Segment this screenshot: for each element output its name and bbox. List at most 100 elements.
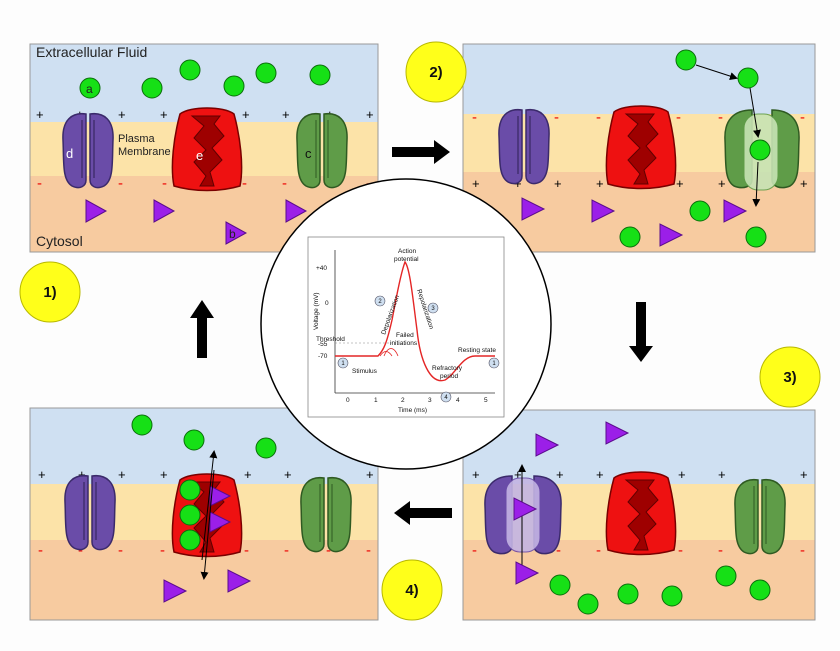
graph-title-2: potential bbox=[394, 256, 419, 263]
svg-text:+: + bbox=[556, 467, 564, 482]
svg-text:3: 3 bbox=[428, 397, 432, 404]
label-c: c bbox=[305, 146, 312, 161]
panel-3: ++ ++ ++ + -- -- -- - bbox=[462, 409, 816, 621]
label-a: a bbox=[86, 82, 93, 96]
svg-text:4: 4 bbox=[444, 395, 448, 401]
ytick-0: 0 bbox=[325, 300, 329, 307]
svg-text:+: + bbox=[118, 467, 126, 482]
panel-2: -- -- -- - ++ ++ ++ + bbox=[462, 43, 816, 253]
svg-text:-: - bbox=[78, 542, 83, 559]
svg-text:-: - bbox=[326, 542, 331, 559]
svg-text:5: 5 bbox=[484, 397, 488, 404]
svg-text:3: 3 bbox=[431, 306, 435, 312]
svg-text:-: - bbox=[596, 109, 601, 126]
extracellular-label: Extracellular Fluid bbox=[36, 44, 147, 60]
label-d: d bbox=[66, 146, 73, 161]
svg-text:-: - bbox=[118, 175, 123, 192]
voltage-curve bbox=[335, 260, 495, 382]
svg-text:+: + bbox=[472, 176, 480, 191]
svg-text:+: + bbox=[282, 107, 290, 122]
arrow-up bbox=[190, 300, 214, 358]
ytick-55: -55 bbox=[318, 341, 328, 348]
svg-text:-: - bbox=[37, 175, 42, 192]
svg-text:+: + bbox=[800, 176, 808, 191]
svg-text:2: 2 bbox=[401, 397, 405, 404]
arrow-down bbox=[629, 302, 653, 362]
svg-text:-: - bbox=[244, 542, 249, 559]
refractory-label-2: period bbox=[440, 373, 458, 380]
svg-text:+: + bbox=[366, 467, 374, 482]
svg-text:-: - bbox=[800, 542, 805, 559]
svg-text:+: + bbox=[244, 467, 252, 482]
svg-text:-: - bbox=[162, 175, 167, 192]
svg-text:-: - bbox=[596, 542, 601, 559]
sodium-potassium-pump-e bbox=[171, 107, 243, 192]
step-2-label: 2) bbox=[429, 64, 442, 81]
svg-text:+: + bbox=[800, 467, 808, 482]
threshold-label: Threshold bbox=[316, 336, 345, 343]
action-potential-graph: +40 0 -55 -70 0 1 2 3 4 5 Time (ms) Acti… bbox=[260, 178, 552, 470]
ytick-70: -70 bbox=[318, 353, 328, 360]
svg-text:1: 1 bbox=[341, 361, 345, 367]
svg-text:+: + bbox=[554, 176, 562, 191]
svg-text:-: - bbox=[282, 175, 287, 192]
failed-label-2: initiations bbox=[390, 340, 418, 347]
svg-text:-: - bbox=[676, 109, 681, 126]
graph-xlabel: Time (ms) bbox=[398, 407, 427, 414]
svg-text:-: - bbox=[718, 109, 723, 126]
svg-text:-: - bbox=[118, 542, 123, 559]
ytick-40: +40 bbox=[316, 265, 327, 272]
svg-text:-: - bbox=[160, 542, 165, 559]
open-sodium-channel bbox=[724, 109, 800, 191]
svg-text:+: + bbox=[596, 176, 604, 191]
membrane-label-1: Plasma bbox=[118, 133, 156, 145]
svg-text:+: + bbox=[36, 107, 44, 122]
sodium-ions bbox=[79, 59, 331, 99]
cycle-arrows bbox=[190, 140, 653, 525]
svg-text:-: - bbox=[678, 542, 683, 559]
svg-text:-: - bbox=[284, 542, 289, 559]
step-1-label: 1) bbox=[43, 284, 56, 301]
svg-text:+: + bbox=[678, 467, 686, 482]
label-b: b bbox=[229, 227, 236, 241]
svg-text:+: + bbox=[718, 467, 726, 482]
step-4-label: 4) bbox=[405, 582, 418, 599]
graph-ylabel: Voltage (mV) bbox=[313, 292, 320, 330]
svg-text:-: - bbox=[366, 542, 371, 559]
svg-text:+: + bbox=[78, 467, 86, 482]
svg-text:4: 4 bbox=[456, 397, 460, 404]
resting-label: Resting state bbox=[458, 347, 496, 354]
svg-text:2: 2 bbox=[378, 299, 382, 305]
svg-text:+: + bbox=[718, 176, 726, 191]
label-e: e bbox=[196, 148, 203, 163]
step-circles: 1) 2) 3) 4) bbox=[19, 41, 821, 621]
svg-text:-: - bbox=[242, 175, 247, 192]
failed-label-1: Failed bbox=[396, 332, 414, 339]
svg-text:+: + bbox=[160, 107, 168, 122]
open-potassium-channel bbox=[484, 475, 562, 555]
step-3-label: 3) bbox=[783, 369, 796, 386]
stimulus-label: Stimulus bbox=[352, 368, 378, 375]
cytosol-label: Cytosol bbox=[36, 233, 83, 249]
svg-text:+: + bbox=[676, 176, 684, 191]
potassium-ions bbox=[85, 199, 308, 245]
svg-text:0: 0 bbox=[346, 397, 350, 404]
svg-text:+: + bbox=[472, 467, 480, 482]
svg-text:+: + bbox=[284, 467, 292, 482]
svg-text:+: + bbox=[514, 467, 522, 482]
svg-text:-: - bbox=[718, 542, 723, 559]
svg-text:-: - bbox=[556, 542, 561, 559]
svg-text:-: - bbox=[38, 542, 43, 559]
svg-text:-: - bbox=[800, 109, 805, 126]
graph-title-1: Action bbox=[398, 248, 416, 255]
arrow-right bbox=[392, 140, 450, 164]
svg-text:+: + bbox=[596, 467, 604, 482]
svg-text:+: + bbox=[118, 107, 126, 122]
refractory-label-1: Refractory bbox=[432, 365, 463, 372]
svg-text:1: 1 bbox=[374, 397, 378, 404]
svg-text:1: 1 bbox=[492, 361, 496, 367]
svg-text:+: + bbox=[242, 107, 250, 122]
svg-text:-: - bbox=[472, 542, 477, 559]
arrow-left bbox=[394, 501, 452, 525]
